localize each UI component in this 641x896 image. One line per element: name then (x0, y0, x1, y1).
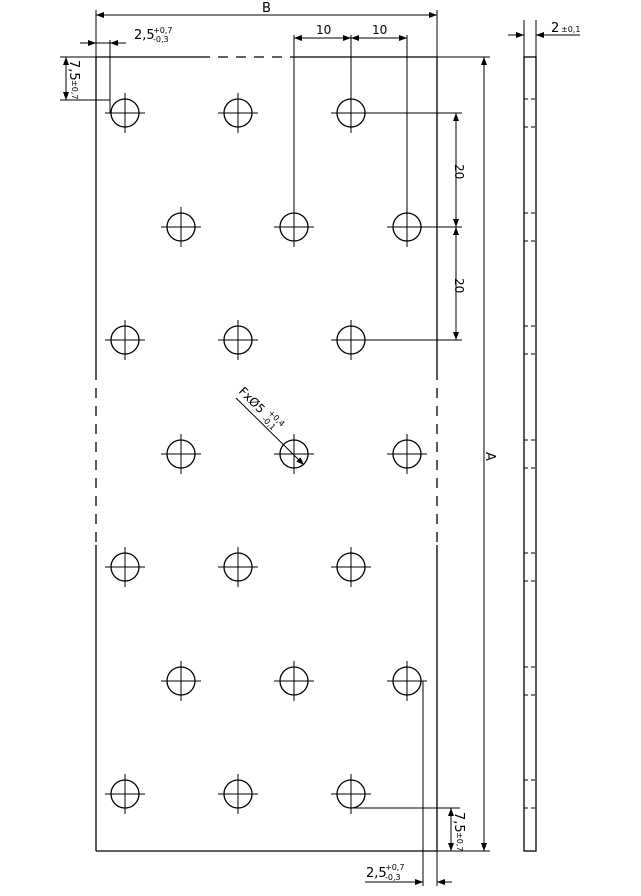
pitch-v-2: 20 (452, 278, 466, 293)
dimension-edge-offset-x-bottom: 2,5 +0,7 -0,3 (365, 681, 452, 886)
hole (218, 320, 258, 360)
hole (105, 93, 145, 133)
pitch-h-2: 10 (372, 23, 387, 37)
hole (105, 774, 145, 814)
edge-offset-x-upper: +0,7 (153, 26, 172, 35)
dimension-vertical-pitch: 20 20 (351, 112, 466, 341)
thickness-tol: ±0,1 (561, 25, 580, 34)
dimension-edge-offset-y-top: 7,5 ±0,7 (60, 56, 110, 101)
hole (161, 434, 201, 474)
plate-outline (95, 56, 438, 852)
dimension-width: B (95, 1, 438, 57)
hole (161, 661, 201, 701)
edge-offset-x-value: 2,5 (134, 28, 155, 43)
pitch-v-1: 20 (452, 164, 466, 179)
dimension-edge-offset-x-top: 2,5 +0,7 -0,3 (80, 26, 172, 113)
hole (105, 320, 145, 360)
dimension-length: A (437, 56, 497, 852)
pitch-h-1: 10 (316, 23, 331, 37)
hole (331, 547, 371, 587)
edge-offset-y-tol: ±0,7 (70, 80, 79, 99)
length-label: A (482, 452, 497, 461)
side-view: 2 ±0,1 (508, 20, 580, 852)
edge-offset-y-bottom-tol: ±0,7 (455, 832, 464, 851)
hole (218, 93, 258, 133)
width-label: B (262, 1, 271, 16)
edge-offset-x-bottom-upper: +0,7 (385, 863, 404, 872)
edge-offset-y-value: 7,5 (66, 60, 81, 81)
hole-diameter: FxØ5 (236, 384, 268, 416)
hole (218, 774, 258, 814)
hole-pattern (105, 93, 427, 814)
hole (274, 434, 314, 474)
hole (218, 547, 258, 587)
hole (105, 547, 145, 587)
thickness-value: 2 (551, 21, 559, 36)
edge-offset-x-bottom-lower: -0,3 (385, 873, 401, 882)
hole (274, 661, 314, 701)
edge-offset-y-bottom-value: 7,5 (451, 812, 466, 833)
hole (387, 661, 427, 701)
dimension-edge-offset-y-bottom: 7,5 ±0,7 (351, 807, 466, 851)
hole (161, 207, 201, 247)
dimension-horizontal-pitch: 10 10 (293, 23, 408, 227)
hole (387, 434, 427, 474)
edge-offset-x-bottom-value: 2,5 (366, 866, 387, 881)
edge-offset-x-lower: -0,3 (153, 35, 169, 44)
